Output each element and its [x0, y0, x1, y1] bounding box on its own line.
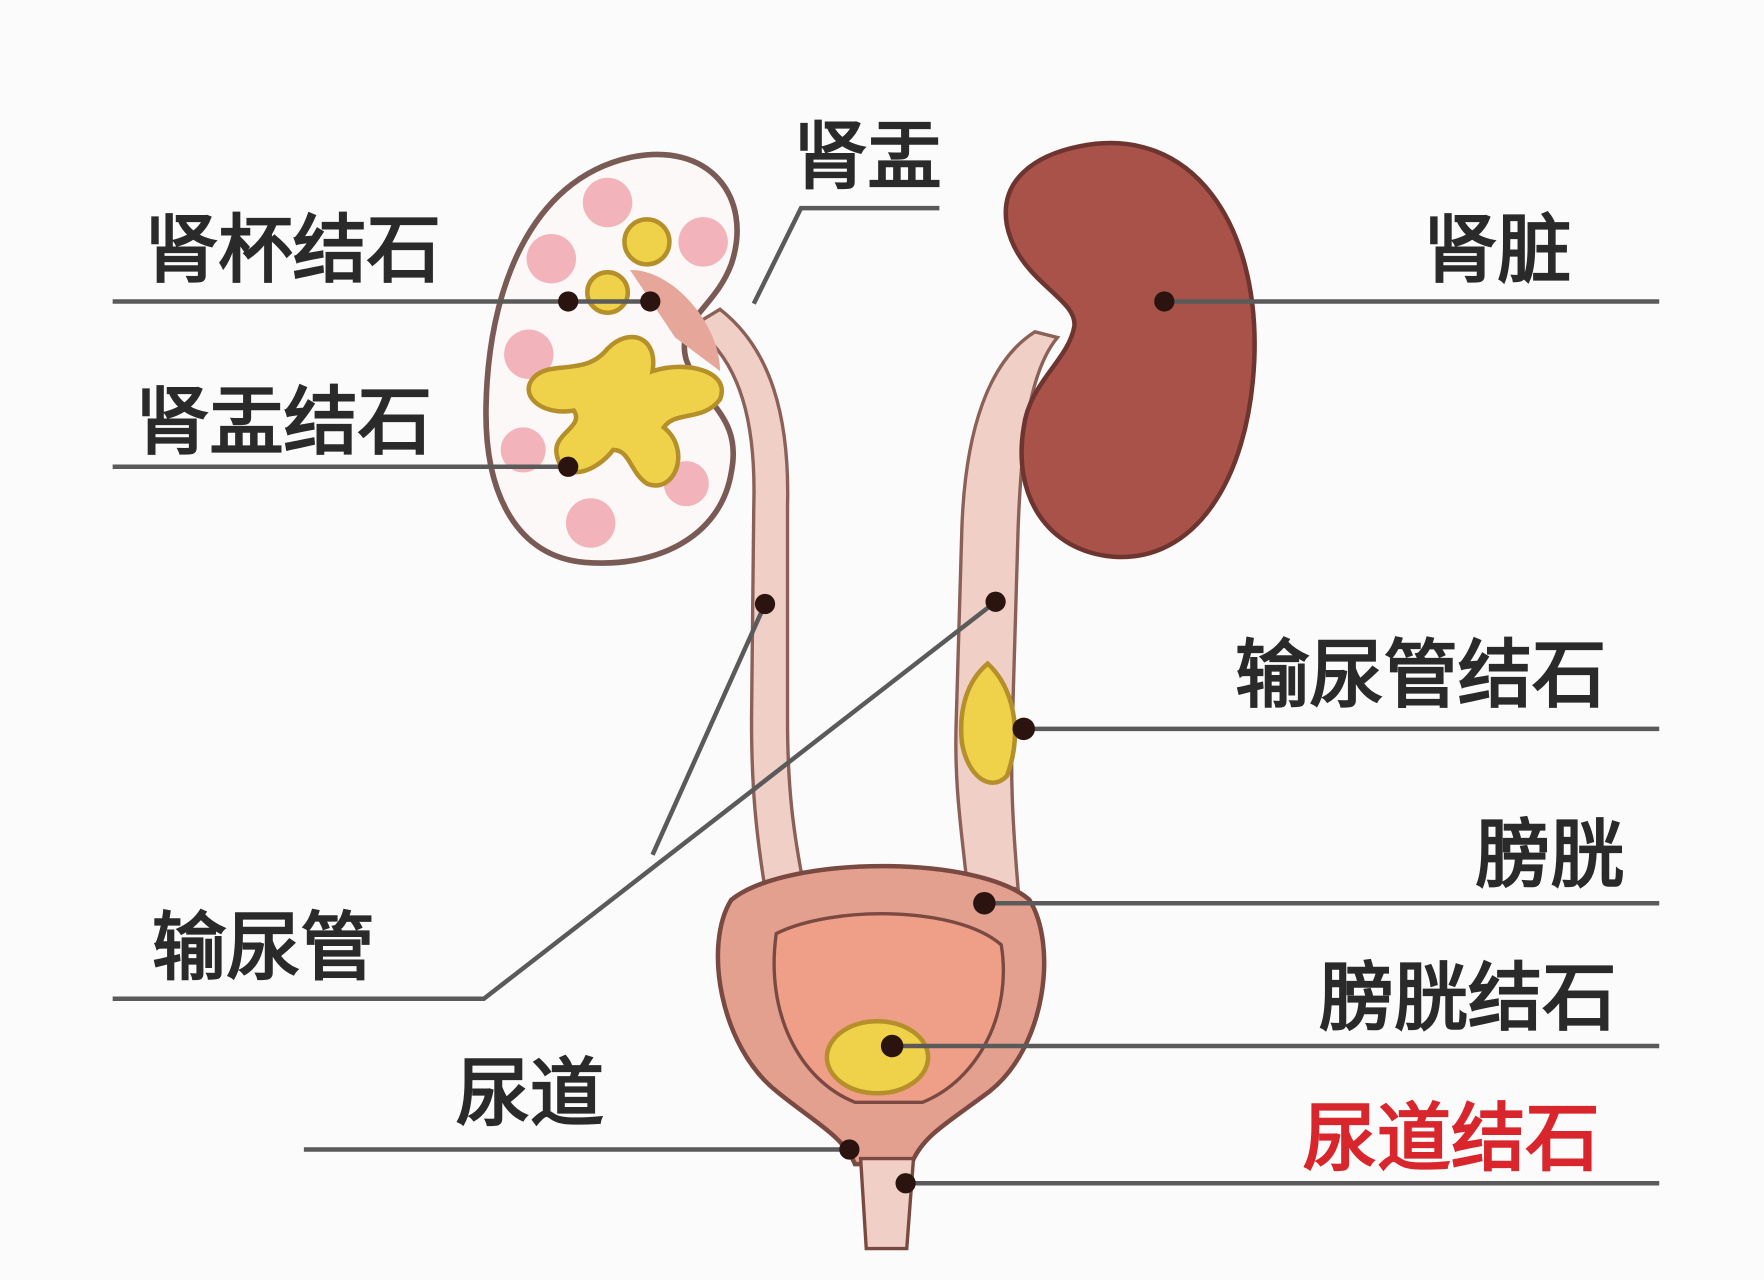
right-kidney: [1003, 140, 1257, 560]
label-bladder: 膀胱: [1476, 812, 1624, 899]
leader-lines: [112, 205, 1660, 1186]
urethra: [858, 1156, 916, 1251]
label-ureter: 输尿管: [152, 904, 375, 991]
marker-dots: [558, 291, 1175, 1194]
left-kidney-section: [483, 151, 740, 566]
bladder-stone-shape: [824, 1019, 931, 1096]
label-calyx-stone: 肾杯结石: [144, 207, 441, 294]
label-renal-pelvis: 肾盂: [793, 113, 941, 200]
ureter-stone-shape: [958, 660, 1018, 785]
label-urethra: 尿道: [456, 1050, 604, 1137]
label-ureter-stone: 输尿管结石: [1235, 632, 1606, 719]
label-bladder-stone: 膀胱结石: [1320, 955, 1617, 1042]
pelvis-stone-shape: [526, 334, 724, 488]
label-urethra-stone: 尿道结石: [1303, 1095, 1600, 1182]
label-kidney: 肾脏: [1423, 207, 1571, 294]
label-pelvis-stone: 肾盂结石: [135, 379, 432, 466]
